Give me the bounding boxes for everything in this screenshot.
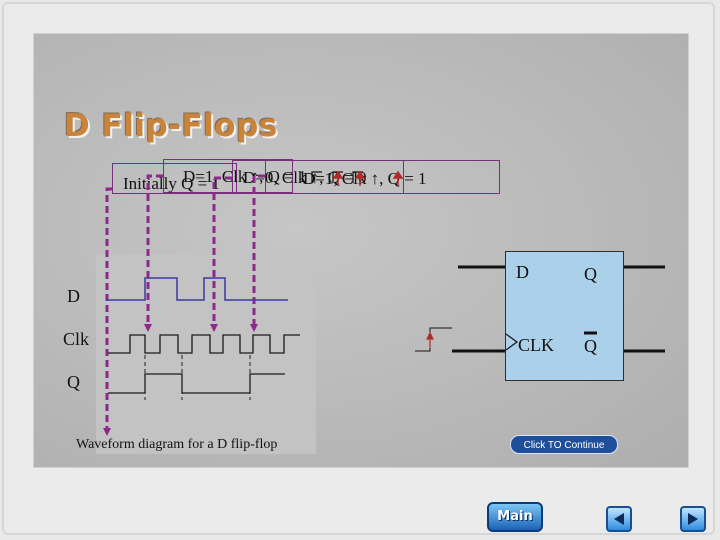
arrow-step-3 — [250, 174, 265, 332]
waveform-panel — [96, 254, 316, 454]
message-box-1 — [112, 163, 237, 194]
waveform-label-d: D — [67, 286, 80, 306]
main-button[interactable]: Main — [487, 502, 543, 532]
arrow-initial — [103, 187, 112, 436]
guide-lines — [144, 355, 251, 400]
clk-edge-arrow — [426, 331, 434, 348]
left-triangle-icon — [614, 513, 624, 525]
q-waveform — [108, 373, 285, 394]
slide-title: D Flip-Flops — [64, 108, 278, 144]
message-box-2 — [163, 159, 293, 193]
continue-button[interactable]: Click TO Continue — [510, 435, 618, 454]
waveform-label-clk: Clk — [63, 329, 90, 349]
flipflop-clk-label: CLK — [518, 335, 554, 355]
back-button[interactable] — [606, 506, 632, 532]
waveform-caption: Waveform diagram for a D flip-flop — [76, 437, 278, 452]
right-triangle-icon — [688, 513, 698, 525]
flipflop-q-label: Q — [584, 264, 597, 284]
d-waveform — [106, 277, 288, 301]
arrow-step-1 — [144, 174, 163, 332]
forward-button[interactable] — [680, 506, 706, 532]
d-flipflop-block — [505, 251, 624, 381]
clock-edge-arrows — [332, 170, 404, 186]
message-step-2: D=0, Clk ↑, Q = 0 — [243, 168, 367, 187]
arrow-step-2 — [210, 176, 232, 332]
clk-waveform — [108, 334, 300, 354]
message-box-4 — [265, 160, 500, 194]
flipflop-wires — [458, 265, 665, 353]
flipflop-qbar-label: Q — [584, 336, 597, 356]
waveform-label-q: Q — [67, 372, 80, 392]
message-step-1: D=1, Clk ↑, Q = 1 — [183, 167, 307, 186]
flipflop-d-label: D — [516, 262, 529, 282]
